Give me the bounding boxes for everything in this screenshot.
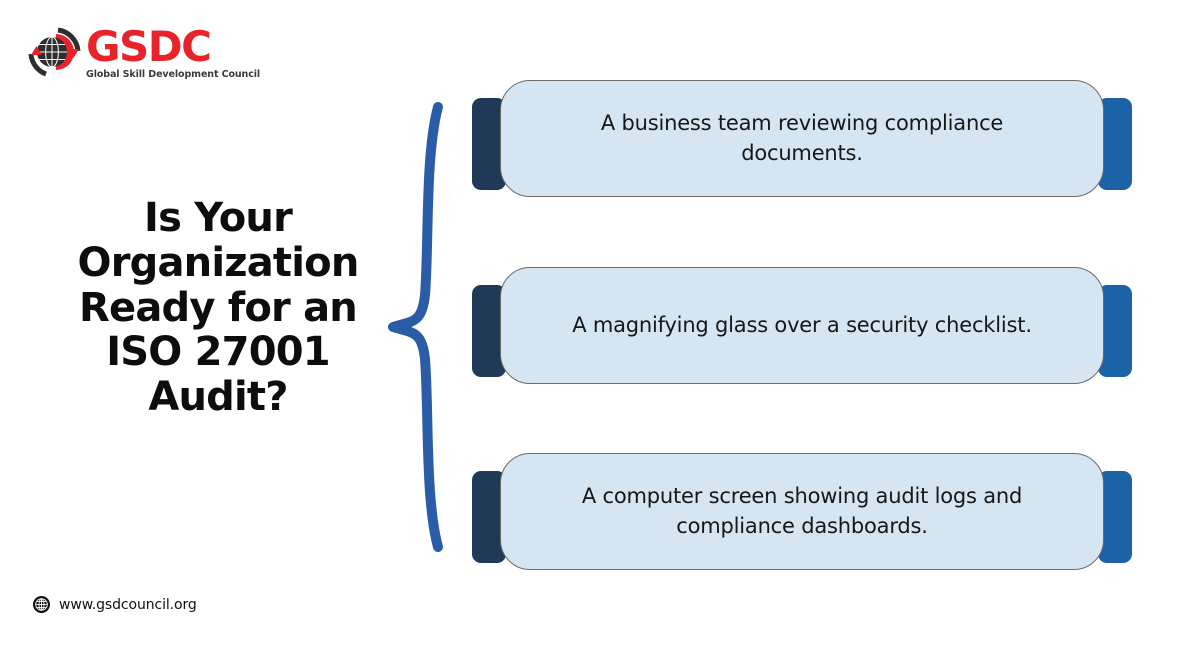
list-item[interactable]: A computer screen showing audit logs and… [472, 453, 1132, 578]
logo-tagline: Global Skill Development Council [86, 68, 261, 80]
globe-icon [33, 596, 50, 613]
list-item[interactable]: A business team reviewing compliance doc… [472, 80, 1132, 205]
gsdc-logo: GSDC Global Skill Development Council [28, 22, 260, 80]
page-title: Is Your Organization Ready for an ISO 27… [77, 195, 359, 421]
statement-card[interactable]: A business team reviewing compliance doc… [500, 80, 1104, 197]
footer-website-url[interactable]: www.gsdcouncil.org [59, 596, 197, 613]
statement-card[interactable]: A computer screen showing audit logs and… [500, 453, 1104, 570]
statement-card-text: A magnifying glass over a security check… [572, 312, 1032, 337]
logo-wordmark-group: GSDC Global Skill Development Council [86, 22, 260, 79]
statement-card-list: A business team reviewing compliance doc… [472, 75, 1132, 580]
logo-wordmark: GSDC [86, 22, 212, 71]
statement-card-text: A business team reviewing compliance doc… [600, 110, 1004, 165]
curly-brace-icon [388, 102, 443, 552]
gsdc-globe-icon [28, 27, 81, 77]
list-item[interactable]: A magnifying glass over a security check… [472, 267, 1132, 392]
statement-card-text: A computer screen showing audit logs and… [581, 483, 1023, 538]
statement-card[interactable]: A magnifying glass over a security check… [500, 267, 1104, 384]
footer: www.gsdcouncil.org [33, 596, 197, 613]
